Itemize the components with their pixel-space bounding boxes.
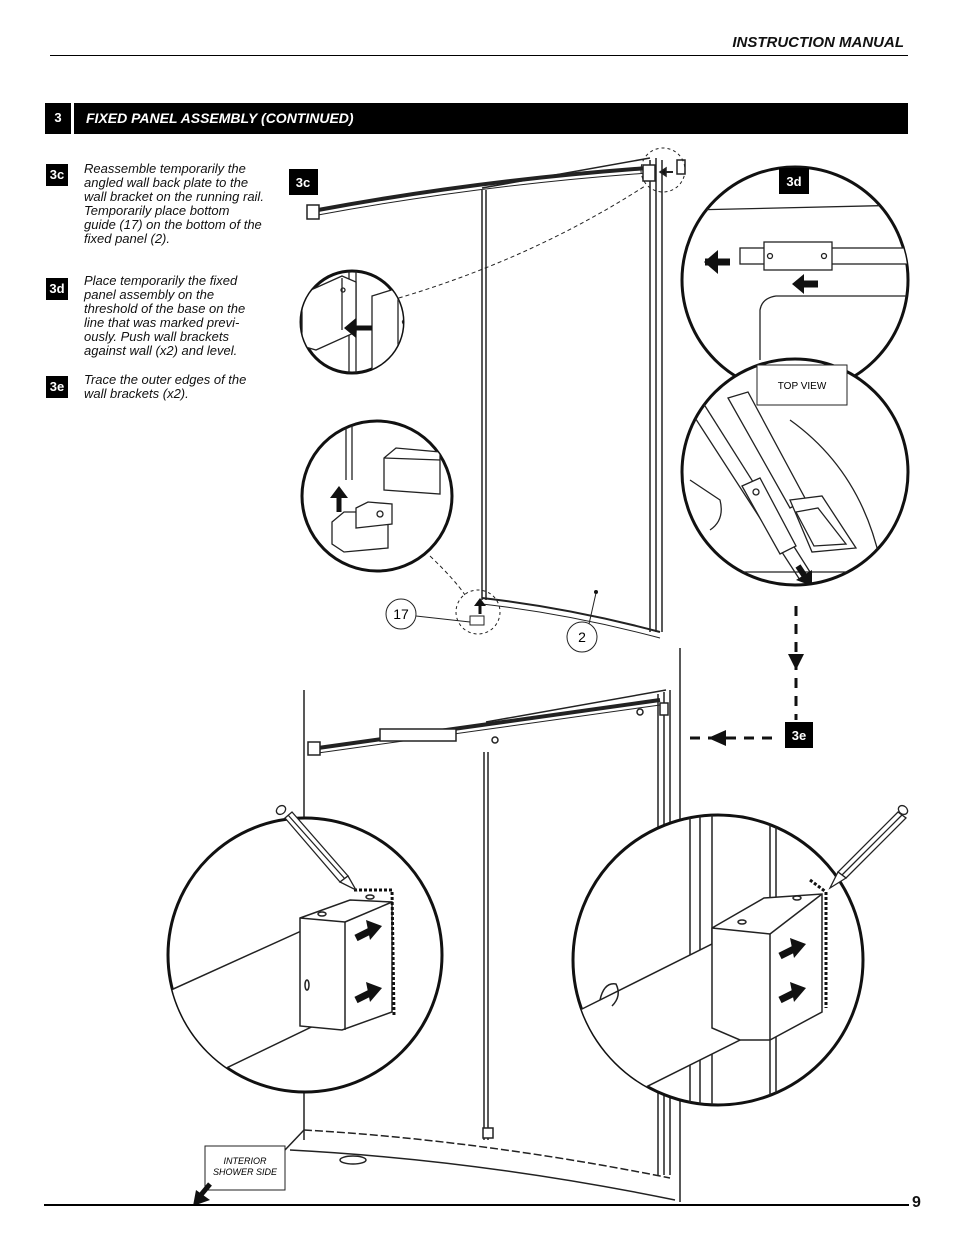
callout-2 <box>566 621 598 653</box>
step-badge-3c: 3c <box>46 164 68 186</box>
pencil-left-icon <box>275 804 358 892</box>
section-number: 3 <box>45 103 74 134</box>
interior-side-label-line2: SHOWER SIDE <box>213 1167 278 1177</box>
callout-2-label: 2 <box>578 629 586 645</box>
callout-17-label: 17 <box>393 606 409 622</box>
pencil-right-icon <box>828 804 909 890</box>
top-view-label: TOP VIEW <box>778 381 827 392</box>
interior-direction-arrow-icon <box>193 1190 210 1206</box>
step-text-3e: Trace the outer edges of the wall bracke… <box>84 372 247 401</box>
section-header-bar <box>45 103 908 134</box>
header-rule <box>50 55 908 56</box>
svg-text:3e: 3e <box>792 728 806 743</box>
interior-side-label-line1: INTERIOR <box>223 1156 267 1166</box>
badge-3c <box>289 169 318 195</box>
manual-title: INSTRUCTION MANUAL <box>732 34 904 51</box>
interior-side-label-box <box>204 1145 286 1191</box>
step-badge-3d: 3d <box>46 278 68 300</box>
svg-text:3c: 3c <box>296 175 310 190</box>
badge-3e <box>785 722 813 748</box>
top-view-label-box <box>756 364 848 406</box>
page-number: 9 <box>912 1194 921 1211</box>
svg-text:3d: 3d <box>786 174 801 189</box>
badge-3d <box>779 168 809 194</box>
section-title: FIXED PANEL ASSEMBLY (CONTINUED) <box>86 110 354 126</box>
step-text-3c: Reassemble temporarily the angled wall b… <box>84 161 264 246</box>
step-badge-3e: 3e <box>46 376 68 398</box>
footer-rule <box>44 1204 909 1206</box>
callout-17 <box>385 598 417 630</box>
upper-panel-drawing <box>306 157 686 639</box>
step-text-3d: Place temporarily the fixed panel assemb… <box>84 273 246 358</box>
